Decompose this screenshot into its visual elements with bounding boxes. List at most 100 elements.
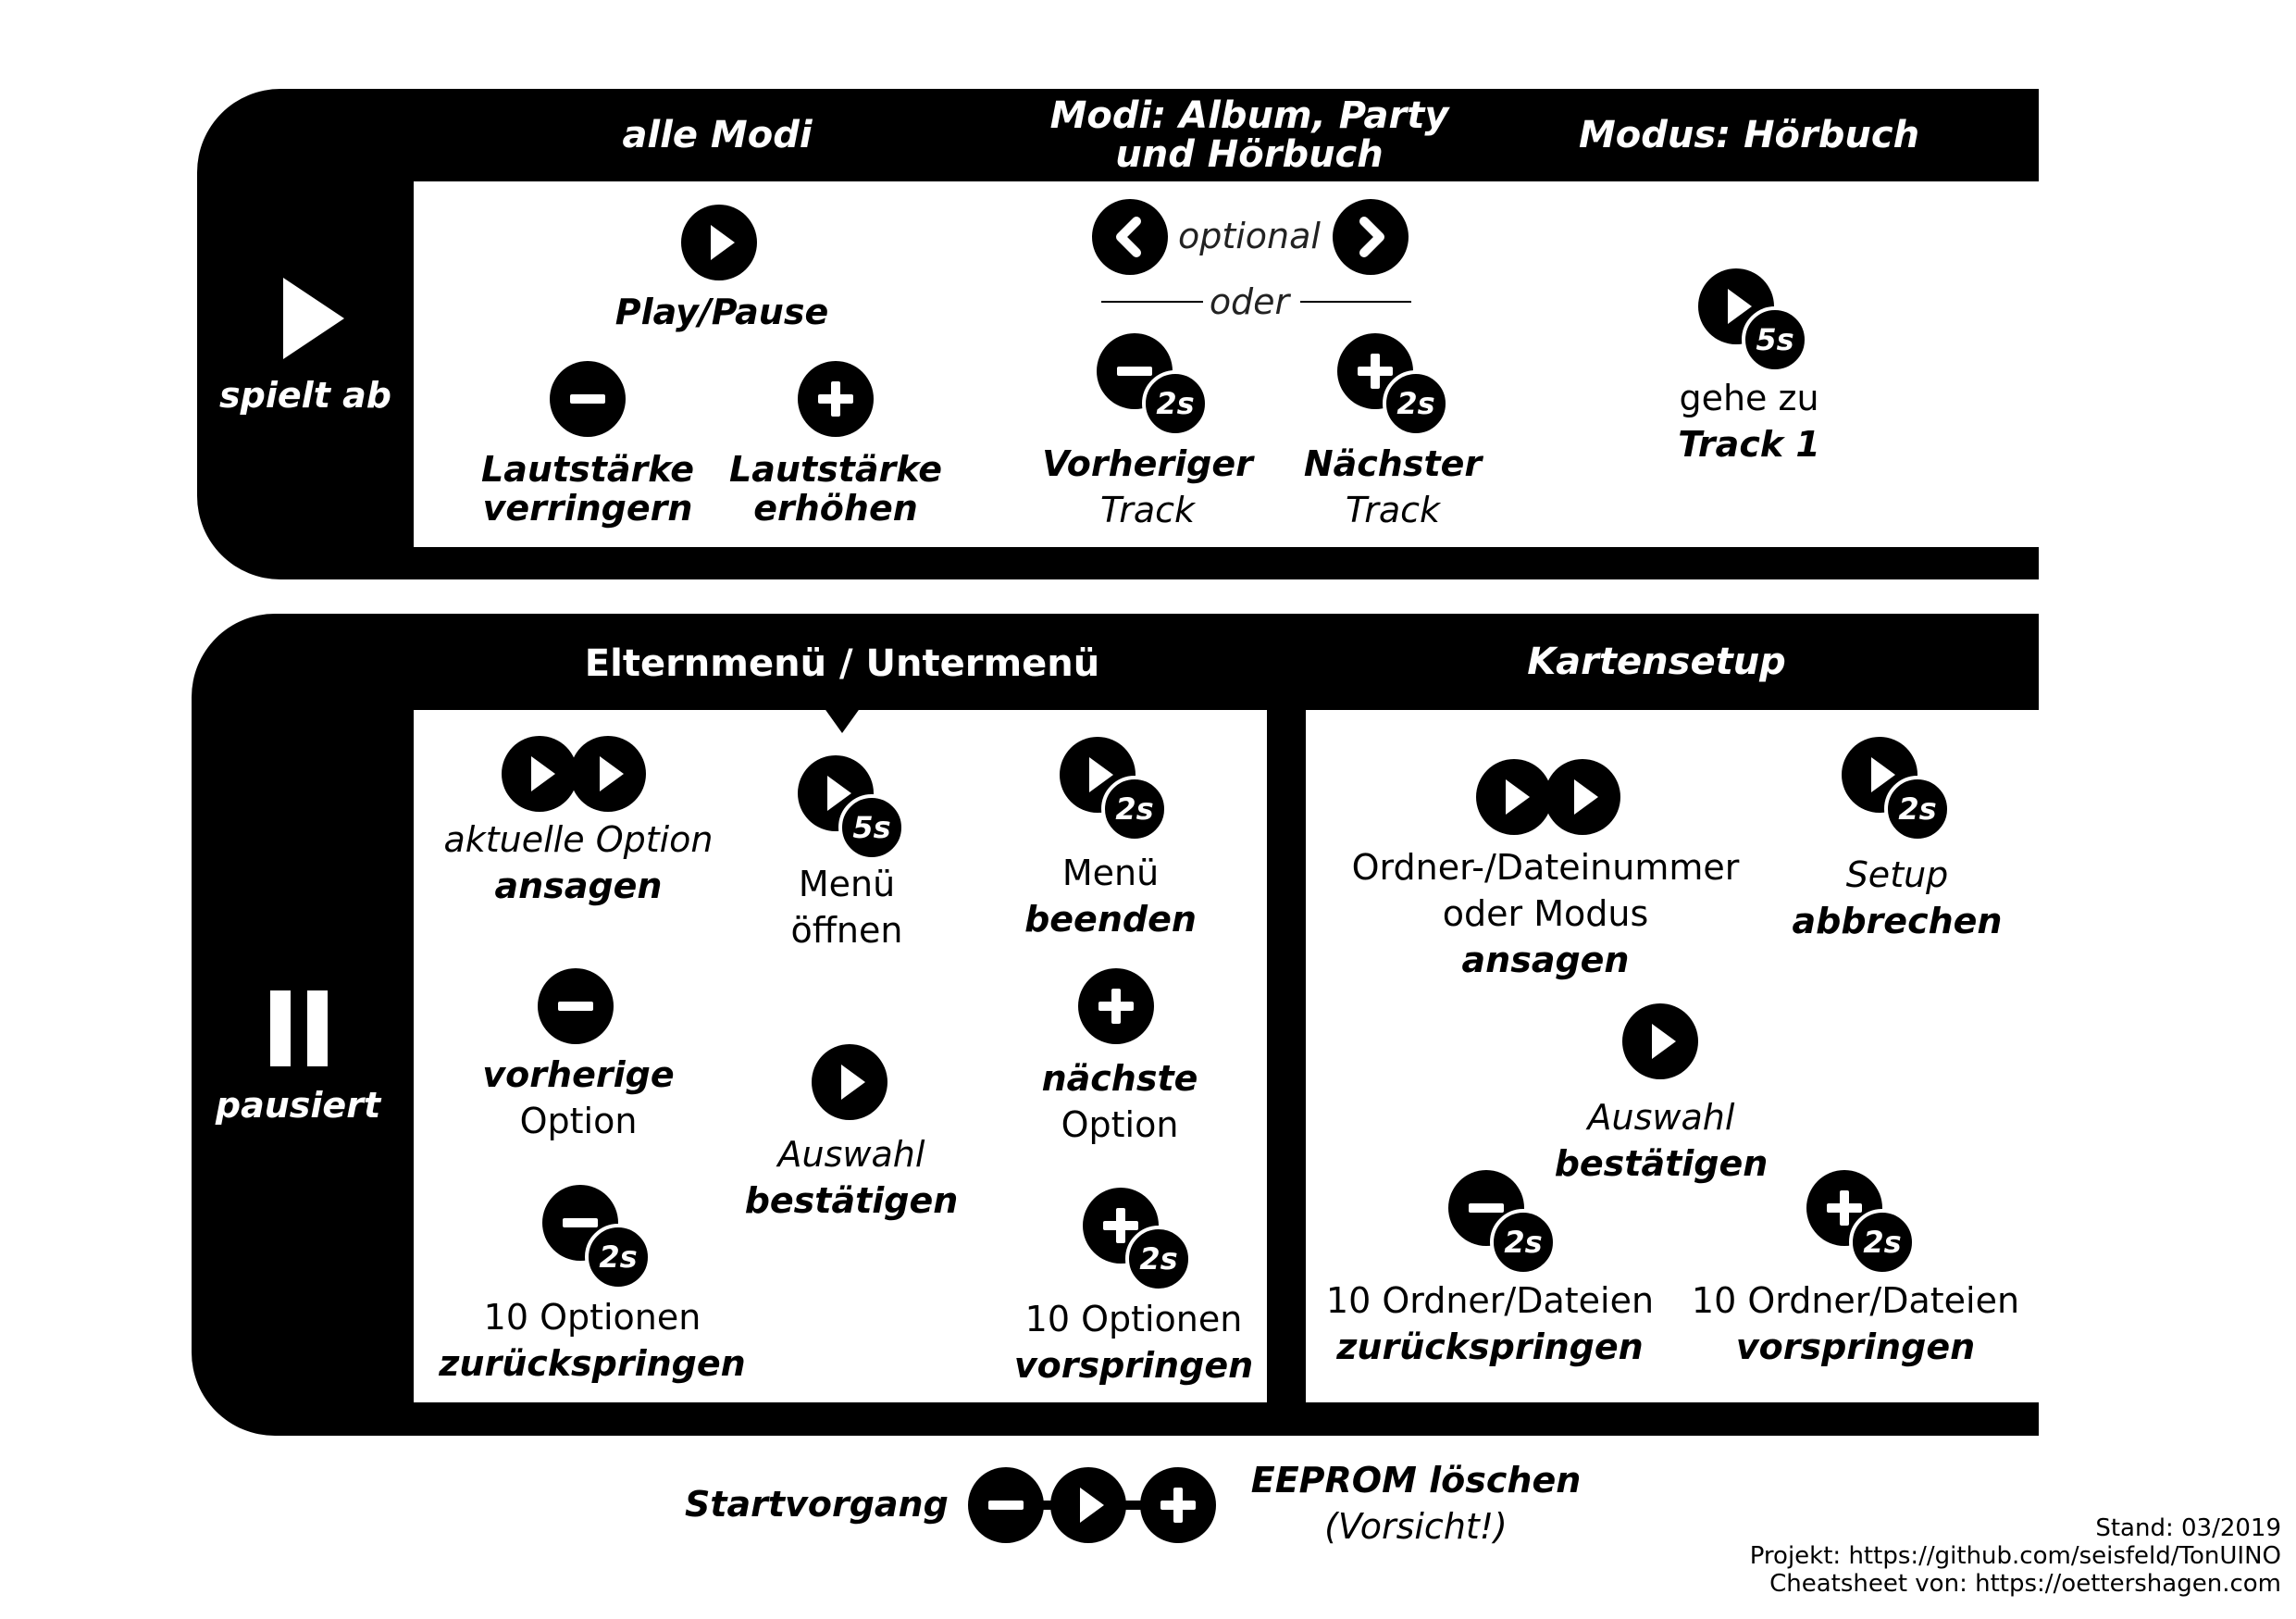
minus-button — [538, 968, 614, 1044]
setup-back-10-label: 10 Ordner/Dateien zurückspringen — [1319, 1277, 1661, 1370]
play-icon — [1089, 757, 1113, 792]
forward-10-options-line2: vorspringen — [1013, 1345, 1254, 1386]
setup-confirm-label: Auswahl bestätigen — [1545, 1094, 1777, 1187]
play-state-icon — [283, 278, 344, 359]
plus-button — [1078, 968, 1154, 1044]
confirm-selection-label: Auswahl bestätigen — [740, 1131, 962, 1224]
confirm-selection-line2: bestätigen — [744, 1180, 959, 1221]
plus-icon — [1358, 354, 1393, 389]
plus-icon — [1160, 1488, 1196, 1523]
play-button — [502, 736, 577, 812]
minus-button — [968, 1467, 1044, 1543]
play-icon — [1871, 757, 1895, 792]
announce-option-line1: aktuelle Option — [443, 819, 714, 860]
play-icon — [1574, 779, 1598, 815]
badge-2s: 2s — [1884, 776, 1951, 842]
header-album-party-audiobook: Modi: Album, Party und Hörbuch — [1018, 96, 1481, 174]
plus-icon — [1098, 989, 1134, 1024]
play-icon — [1728, 289, 1752, 324]
menu-end-label: Menü beenden — [999, 850, 1222, 942]
or-divider-right — [1300, 301, 1411, 303]
menu-open-label: Menü öffnen — [740, 861, 953, 953]
header-audiobook: Modus: Hörbuch — [1578, 114, 1920, 156]
volume-down-line2: verringern — [482, 488, 693, 529]
next-option-line2: Option — [1061, 1104, 1179, 1145]
confirm-selection-line1: Auswahl — [777, 1134, 925, 1175]
minus-icon — [563, 1218, 598, 1227]
chevron-left-button — [1092, 199, 1168, 275]
chevron-right-icon — [1359, 217, 1384, 257]
header-all-modes: alle Modi — [622, 114, 813, 156]
next-option-label: nächste Option — [1009, 1055, 1231, 1148]
setup-cancel-line1: Setup — [1845, 854, 1949, 895]
setup-announce-label: Ordner-/Dateinummer oder Modus ansagen — [1333, 844, 1758, 983]
minus-button — [550, 361, 626, 437]
previous-option-line2: Option — [519, 1101, 638, 1141]
footer-project: Projekt: https://github.com/seisfeld/Ton… — [1749, 1542, 2281, 1570]
or-label: oder — [1209, 281, 1290, 322]
footer-stand: Stand: 03/2019 — [2095, 1514, 2281, 1542]
setup-announce-line3: ansagen — [1461, 940, 1630, 980]
minus-icon — [1469, 1203, 1504, 1213]
volume-up-label: Lautstärke erhöhen — [713, 446, 959, 531]
menu-open-line2: öffnen — [790, 910, 903, 951]
play-button — [570, 736, 646, 812]
chevron-left-icon — [1116, 217, 1141, 257]
play-icon — [1080, 1488, 1104, 1523]
back-10-options-label: 10 Optionen zurückspringen — [435, 1294, 750, 1387]
goto-track-label: gehe zu Track 1 — [1629, 375, 1869, 467]
next-track-line1: Nächster — [1303, 443, 1483, 484]
chevron-right-button — [1333, 199, 1409, 275]
previous-option-label: vorherige Option — [463, 1052, 694, 1144]
forward-10-options-line1: 10 Optionen — [1024, 1299, 1243, 1339]
goto-track-line2: Track 1 — [1678, 424, 1820, 465]
header-album-party-line1: Modi: Album, Party — [1049, 94, 1449, 137]
volume-up-line1: Lautstärke — [729, 449, 942, 490]
volume-up-line2: erhöhen — [753, 488, 918, 529]
setup-back-10-line2: zurückspringen — [1336, 1326, 1644, 1367]
eeprom-delete-label: EEPROM löschen (Vorsicht!) — [1231, 1457, 1601, 1550]
plus-button — [1140, 1467, 1216, 1543]
minus-icon — [1117, 367, 1152, 376]
plus-button — [798, 361, 874, 437]
eeprom-delete-line2: (Vorsicht!) — [1324, 1506, 1508, 1547]
play-pause-label: Play/Pause — [583, 289, 861, 335]
play-icon — [711, 225, 735, 260]
plus-icon — [1827, 1190, 1862, 1226]
play-button — [812, 1044, 887, 1120]
goto-track-line1: gehe zu — [1679, 378, 1819, 418]
badge-2s: 2s — [1849, 1209, 1916, 1276]
previous-track-line2: Track — [1099, 490, 1196, 530]
play-button — [681, 205, 757, 280]
play-pause-text: Play/Pause — [614, 292, 829, 332]
badge-2s: 2s — [1383, 370, 1449, 437]
pointer-triangle — [824, 707, 861, 733]
parent-menu-title: Elternmenü / Untermenü — [584, 642, 1100, 685]
setup-announce-line1: Ordner-/Dateinummer — [1351, 847, 1740, 888]
menu-end-line1: Menü — [1061, 853, 1160, 893]
play-button — [1476, 759, 1552, 835]
badge-2s: 2s — [585, 1224, 652, 1290]
volume-down-line1: Lautstärke — [481, 449, 694, 490]
minus-icon — [988, 1501, 1024, 1510]
minus-icon — [558, 1002, 593, 1011]
setup-forward-10-line1: 10 Ordner/Dateien — [1691, 1280, 2020, 1321]
play-icon — [1506, 779, 1530, 815]
card-setup-title: Kartensetup — [1527, 641, 1786, 683]
previous-track-line1: Vorheriger — [1042, 443, 1253, 484]
volume-down-label: Lautstärke verringern — [463, 446, 713, 531]
paused-state-label: pausiert — [215, 1085, 381, 1126]
previous-track-label: Vorheriger Track — [1036, 441, 1259, 533]
badge-2s: 2s — [1101, 776, 1168, 842]
badge-2s: 2s — [1490, 1209, 1557, 1276]
setup-confirm-line1: Auswahl — [1587, 1097, 1735, 1138]
forward-10-options-label: 10 Optionen vorspringen — [1009, 1296, 1259, 1389]
footer-cheatsheet: Cheatsheet von: https://oettershagen.com — [1769, 1570, 2281, 1598]
startup-text: Startvorgang — [685, 1484, 949, 1525]
play-button — [1545, 759, 1620, 835]
play-icon — [841, 1065, 865, 1100]
play-icon — [600, 756, 624, 791]
setup-cancel-label: Setup abbrechen — [1786, 852, 2008, 944]
setup-announce-line2: oder Modus — [1442, 893, 1649, 934]
setup-confirm-line2: bestätigen — [1554, 1143, 1769, 1184]
